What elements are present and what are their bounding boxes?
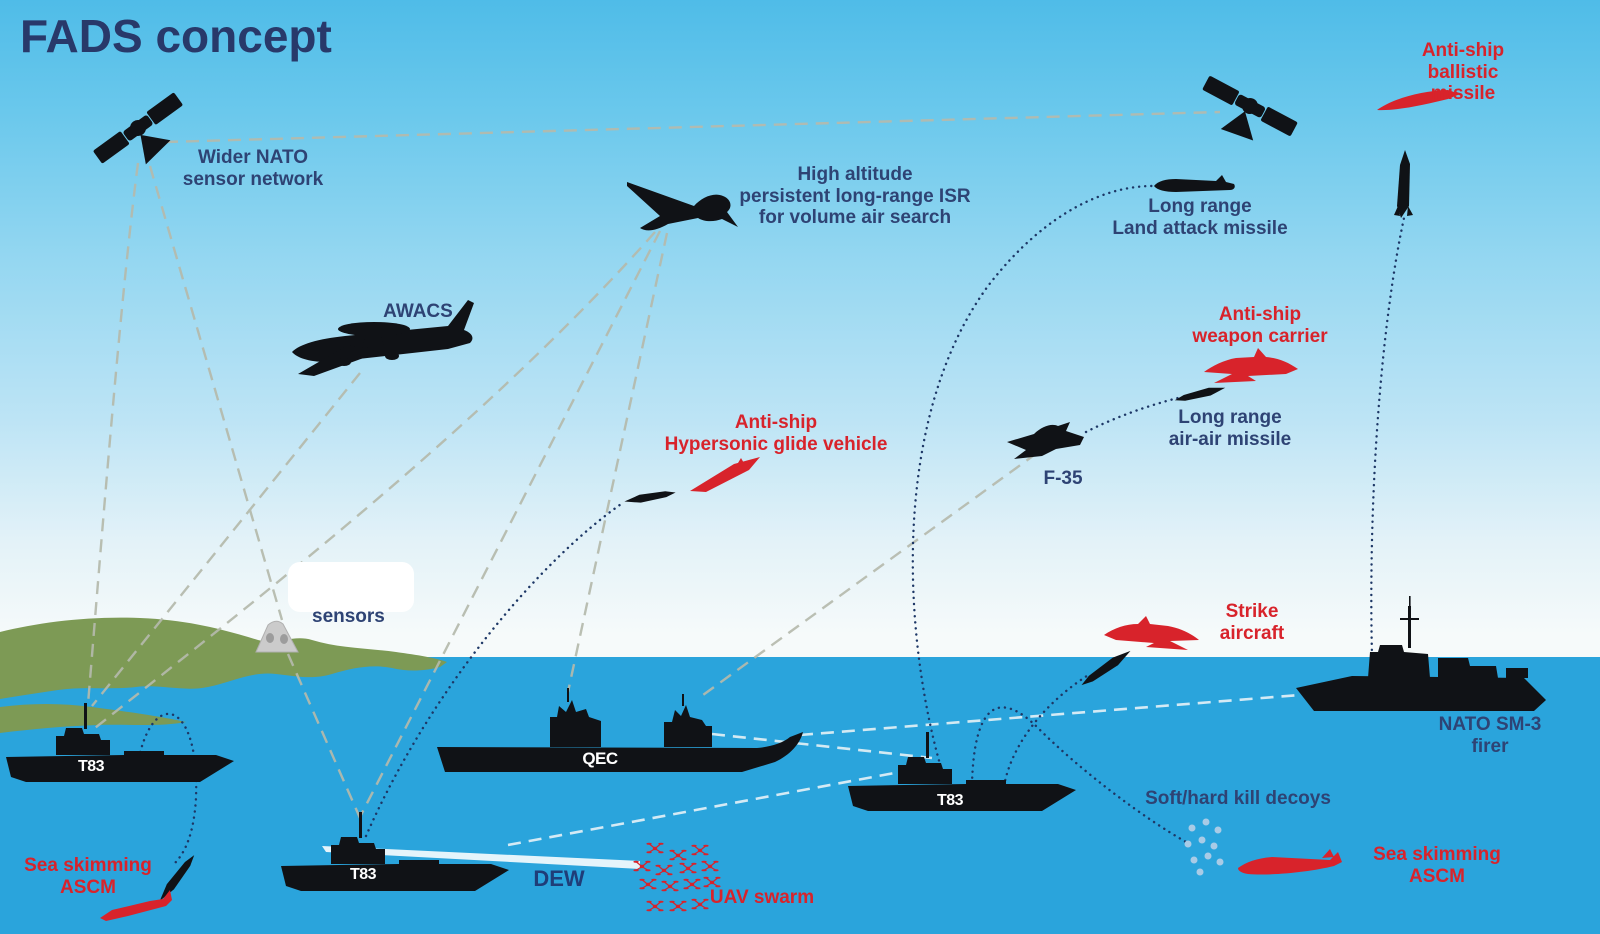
label-strike-aircraft: Strike aircraft xyxy=(1219,601,1285,644)
label-high-altitude-isr: High altitude persistent long-range ISR … xyxy=(739,164,971,229)
ship-label-t83: T83 xyxy=(936,792,964,809)
ascm-missile-icon xyxy=(100,890,172,921)
label-land-attack: Long range Land attack missile xyxy=(1112,196,1288,239)
ballistic-missile-icon xyxy=(1377,90,1460,111)
red-fighter-icon xyxy=(1204,348,1298,383)
label-sm3-firer: NATO SM-3 firer xyxy=(1438,714,1542,757)
coastal-land xyxy=(0,617,447,733)
destroyer-icon xyxy=(1296,596,1546,711)
label-dew: DEW xyxy=(533,866,585,891)
label-hgv: Anti-ship Hypersonic glide vehicle xyxy=(664,412,888,455)
sm3-missile-icon xyxy=(1394,150,1413,218)
awacs-aircraft-icon xyxy=(292,300,474,376)
ship-label-qec: QEC xyxy=(582,749,618,768)
sensor-station-icon xyxy=(255,620,299,653)
ascm-missile-icon xyxy=(1238,849,1342,875)
f35-icon xyxy=(1007,422,1084,459)
land-attack-trajectory xyxy=(911,184,1154,780)
label-uav-swarm: UAV swarm xyxy=(709,887,815,908)
interceptor-missile-icon xyxy=(623,488,677,506)
sensor-network-links xyxy=(86,110,1221,819)
ship-label-t83: T83 xyxy=(349,866,377,883)
decoy-trajectory xyxy=(970,706,1188,844)
label-f35: F-35 xyxy=(1043,468,1083,489)
sensors-callout-box xyxy=(288,562,414,612)
ship-links xyxy=(507,692,1313,847)
label-anti-ship-carrier: Anti-ship weapon carrier xyxy=(1192,304,1328,347)
label-wider-nato: Wider NATO sensor network xyxy=(182,147,324,190)
label-anti-ship-ballistic: Anti-ship ballistic missile xyxy=(1421,40,1505,105)
air-air-trajectory xyxy=(1084,396,1180,434)
strike-intercept-trajectory xyxy=(1002,672,1092,788)
glide-vehicle-icon xyxy=(690,457,760,492)
label-decoys: Soft/hard kill decoys xyxy=(1145,788,1331,809)
label-sea-skimming-left: Sea skimming ASCM xyxy=(24,855,152,898)
label-sea-skimming-right: Sea skimming ASCM xyxy=(1373,844,1501,887)
cruise-missile-icon xyxy=(1154,175,1235,192)
label-awacs: AWACS xyxy=(383,301,453,322)
dew-beam-icon xyxy=(322,846,640,869)
label-air-air: Long range air-air missile xyxy=(1168,407,1292,450)
strike-aircraft-icon xyxy=(1104,616,1199,650)
satellite-icon xyxy=(1189,75,1298,160)
qec-carrier-icon xyxy=(437,688,803,772)
air-air-missile-icon xyxy=(1173,383,1227,405)
ship-label-t83: T83 xyxy=(77,758,105,775)
page-title: FADS concept xyxy=(20,10,332,62)
sm3-trajectory xyxy=(1370,216,1406,658)
label-sensors: sensors xyxy=(312,606,385,627)
decoy-cloud-icon xyxy=(1184,818,1224,876)
isr-drone-icon xyxy=(627,182,738,231)
